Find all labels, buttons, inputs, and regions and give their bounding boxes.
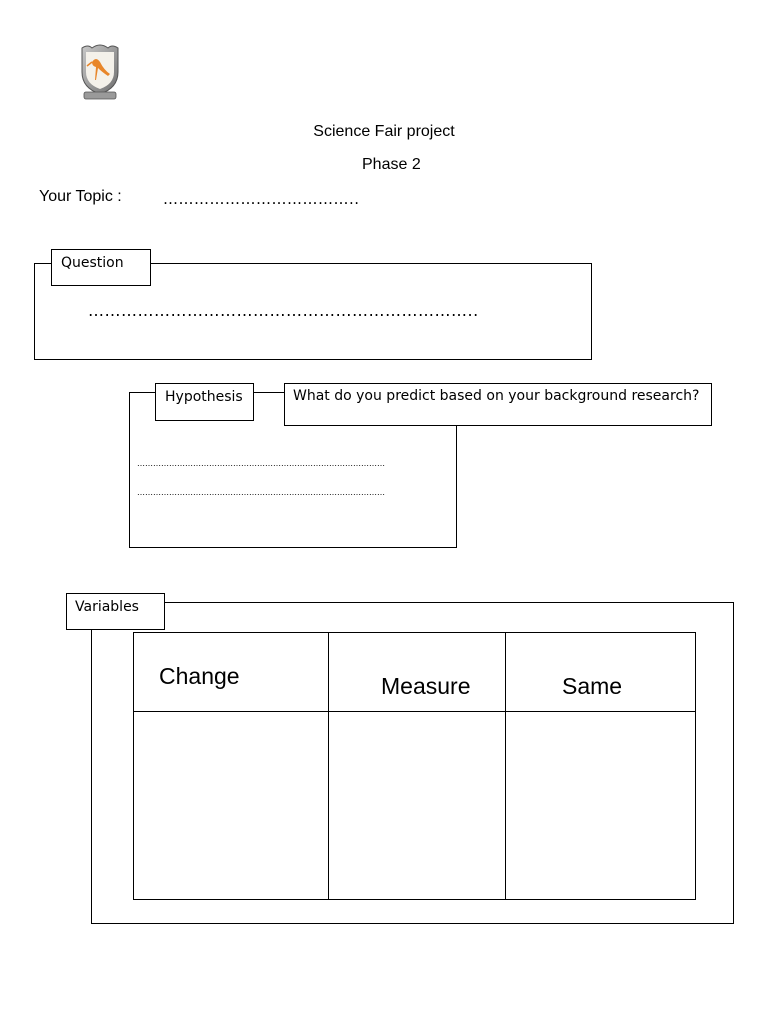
hypothesis-label-text: Hypothesis: [165, 389, 243, 405]
column-measure-label: Measure: [381, 673, 471, 699]
column-same-header: Same: [505, 632, 696, 712]
phase-label: Phase 2: [362, 156, 421, 173]
variables-entry-row: [133, 711, 696, 900]
page-title: Science Fair project: [313, 123, 455, 140]
variables-label: Variables: [66, 593, 165, 630]
question-label: Question: [51, 249, 151, 286]
variables-table: Change Measure Same: [133, 632, 696, 900]
hypothesis-prompt-text: What do you predict based on your backgr…: [293, 388, 700, 404]
column-change-header: Change: [133, 632, 329, 712]
hypothesis-label: Hypothesis: [155, 383, 254, 421]
variables-header-row: Change Measure Same: [133, 632, 696, 712]
same-entry-cell[interactable]: [505, 711, 696, 900]
hypothesis-answer-line-1[interactable]: …………………………………………………………………………………: [137, 459, 385, 468]
column-measure-header: Measure: [328, 632, 506, 712]
measure-entry-cell[interactable]: [328, 711, 506, 900]
column-same-label: Same: [562, 673, 623, 699]
school-crest-logo: [78, 42, 122, 102]
topic-label: Your Topic :: [39, 188, 122, 205]
question-label-text: Question: [61, 255, 124, 271]
crest-heron-icon: [81, 44, 119, 100]
question-answer-line[interactable]: ……………………………………………………………..: [88, 301, 479, 320]
topic-answer-line[interactable]: ………………………………..: [163, 190, 360, 208]
hypothesis-answer-line-2[interactable]: …………………………………………………………………………………: [137, 488, 385, 497]
hypothesis-prompt: What do you predict based on your backgr…: [284, 383, 712, 426]
change-entry-cell[interactable]: [133, 711, 329, 900]
column-change-label: Change: [159, 663, 240, 689]
variables-label-text: Variables: [75, 599, 139, 615]
